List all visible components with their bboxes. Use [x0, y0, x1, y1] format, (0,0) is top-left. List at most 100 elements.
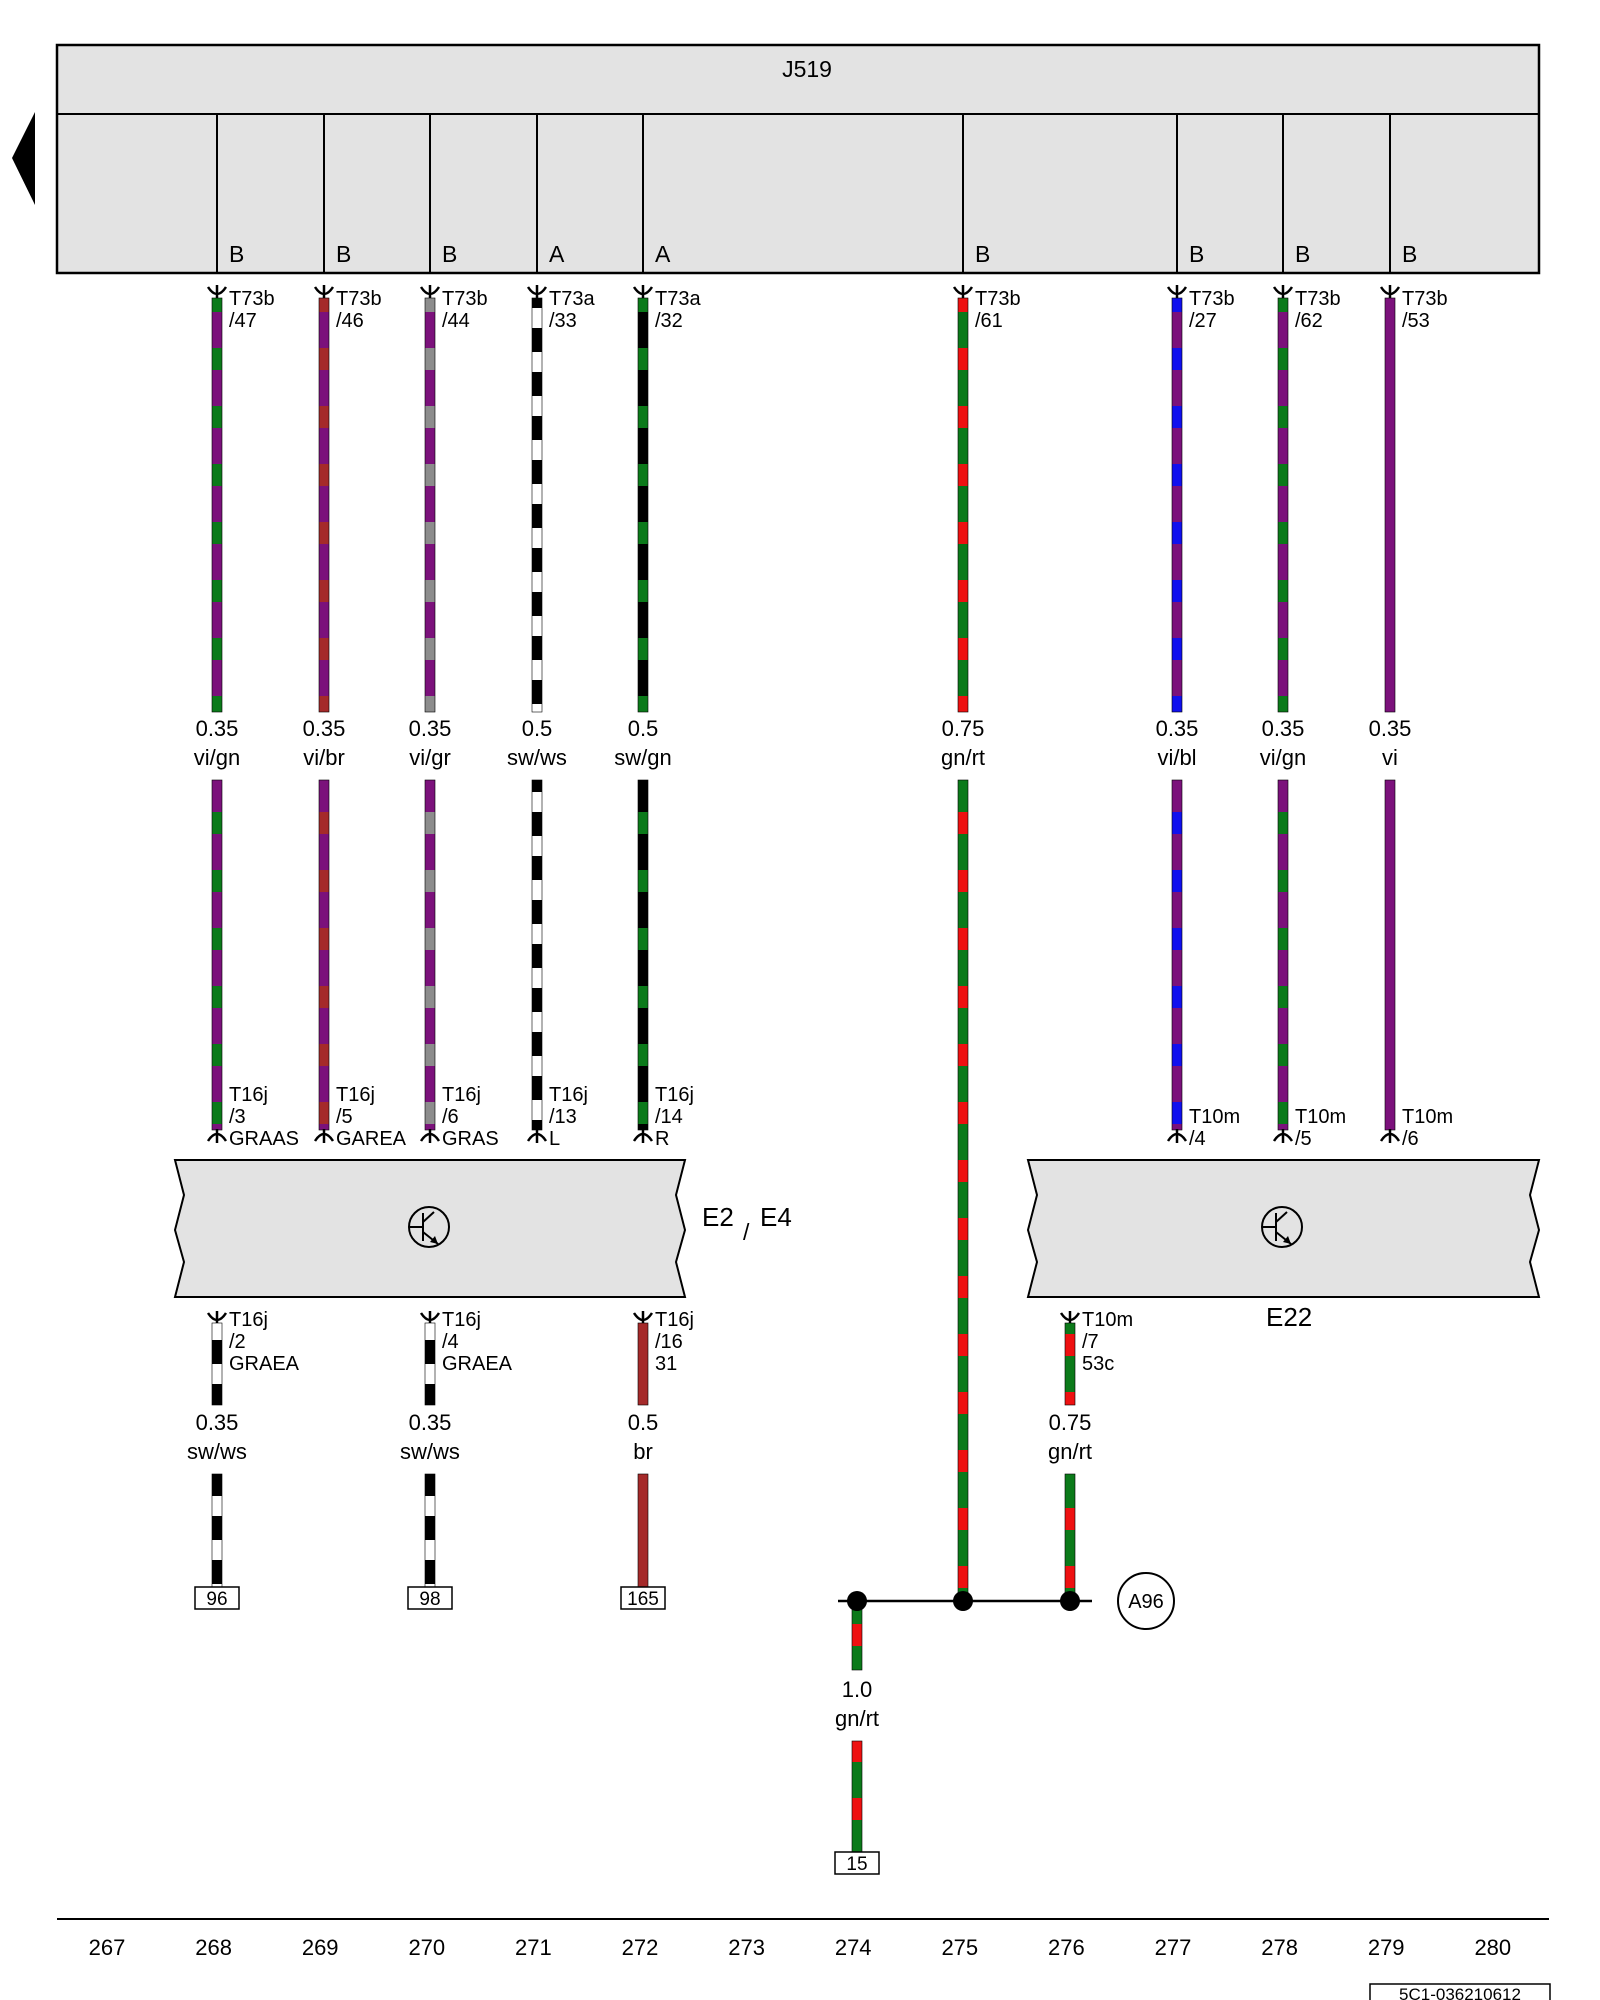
wire-gauge: 0.35: [1262, 716, 1305, 741]
pin-connector-label: T73a: [655, 288, 701, 310]
page-back-arrow-icon[interactable]: [12, 112, 35, 205]
wire-segment: [424, 297, 436, 713]
wire-color-code: sw/ws: [187, 1439, 247, 1464]
wire-gauge: 0.35: [303, 716, 346, 741]
pin-connector-label: T73b: [975, 288, 1021, 310]
connector-pin-icon: [632, 285, 654, 299]
scale-number: 272: [622, 1935, 659, 1960]
wire-gauge: 0.35: [196, 1410, 239, 1435]
wire-segment: [211, 779, 223, 1131]
scale-number: 274: [835, 1935, 872, 1960]
wire-color-code: vi/br: [303, 745, 345, 770]
scale-number: 277: [1155, 1935, 1192, 1960]
component-e2-e4: E2 / E4: [173, 1159, 792, 1298]
wire-segment: [1171, 297, 1183, 713]
pin-connector-label: T10m: [1189, 1106, 1240, 1128]
junction-label: A96: [1128, 1591, 1164, 1613]
wire-gauge: 1.0: [842, 1677, 873, 1702]
wire-color-code: gn/rt: [1048, 1439, 1092, 1464]
connector-pin-icon: [313, 1129, 335, 1143]
connector-pin-icon: [526, 285, 548, 299]
document-id-text: 5C1-036210612: [1399, 1985, 1521, 2000]
pin-number-label: /3: [229, 1106, 246, 1128]
wire-segment: [318, 297, 330, 713]
wire-color-code: br: [633, 1439, 653, 1464]
pin-connector-label: T16j: [655, 1309, 694, 1331]
wire-segment: [637, 1473, 649, 1589]
wire-gauge: 0.5: [522, 716, 553, 741]
connector-pin-icon: [1166, 285, 1188, 299]
wire-color-code: gn/rt: [835, 1706, 879, 1731]
section-letter: B: [975, 241, 990, 267]
pin-function-label: GRAEA: [442, 1353, 513, 1375]
connector-pin-icon: [1272, 1129, 1294, 1143]
scale-number: 267: [89, 1935, 126, 1960]
section-letter: B: [1295, 241, 1310, 267]
connector-pin-icon: [632, 1129, 654, 1143]
pin-number-label: /14: [655, 1106, 683, 1128]
pin-number-label: /4: [1189, 1128, 1206, 1150]
target-box: 96: [194, 1586, 240, 1610]
component-e4-label: E4: [760, 1202, 792, 1232]
scale-number: 275: [941, 1935, 978, 1960]
pin-number-label: /44: [442, 310, 470, 332]
scale-number: 270: [408, 1935, 445, 1960]
wire-color-code: sw/gn: [614, 745, 671, 770]
scale-number: 279: [1368, 1935, 1405, 1960]
connector-pin-icon: [206, 285, 228, 299]
pin-connector-label: T16j: [655, 1084, 694, 1106]
wire-segment: [318, 779, 330, 1131]
wire-segment: [957, 297, 969, 713]
wire-gauge: 0.35: [1369, 716, 1412, 741]
pin-number-label: /5: [1295, 1128, 1312, 1150]
transistor-icon: [408, 1206, 450, 1248]
scale-number: 271: [515, 1935, 552, 1960]
wire-color-code: vi: [1382, 745, 1398, 770]
pin-function-label: 31: [655, 1353, 677, 1375]
pin-connector-label: T16j: [442, 1084, 481, 1106]
wire-segment: [531, 297, 543, 713]
wire-segment: [424, 1473, 436, 1589]
pin-connector-label: T16j: [549, 1084, 588, 1106]
wire-segment: [1277, 779, 1289, 1131]
wire-segment: [1171, 779, 1183, 1131]
pin-connector-label: T73b: [1189, 288, 1235, 310]
transistor-icon: [1261, 1206, 1303, 1248]
pin-number-label: /6: [1402, 1128, 1419, 1150]
target-number: 98: [419, 1589, 440, 1610]
wire-gauge: 0.5: [628, 1410, 659, 1435]
component-e22: E22: [1026, 1159, 1541, 1332]
connector-pin-icon: [206, 1129, 228, 1143]
wire-segment: [957, 779, 969, 1602]
pin-connector-label: T73b: [1402, 288, 1448, 310]
component-e22-label: E22: [1266, 1302, 1312, 1332]
connector-pin-icon: [1379, 285, 1401, 299]
pin-connector-label: T10m: [1295, 1106, 1346, 1128]
connector-pin-icon: [1059, 1311, 1081, 1325]
connector-pin-icon: [419, 285, 441, 299]
target-box: 98: [407, 1586, 453, 1610]
junction-dot-icon: [953, 1591, 973, 1611]
pin-connector-label: T73b: [336, 288, 382, 310]
wire-gauge: 0.35: [409, 716, 452, 741]
connector-pin-icon: [1379, 1129, 1401, 1143]
pin-number-label: /47: [229, 310, 257, 332]
pin-number-label: /62: [1295, 310, 1323, 332]
section-letter: B: [1189, 241, 1204, 267]
wire-segment: [424, 1322, 436, 1406]
pin-number-label: /32: [655, 310, 683, 332]
section-letter: A: [655, 241, 671, 267]
wire-gauge: 0.35: [196, 716, 239, 741]
pin-number-label: /6: [442, 1106, 459, 1128]
junction-dot-icon: [1060, 1591, 1080, 1611]
wire-color-code: vi/bl: [1157, 745, 1196, 770]
scale-number: 280: [1474, 1935, 1511, 1960]
connector-pin-icon: [1272, 285, 1294, 299]
connector-pin-icon: [419, 1129, 441, 1143]
